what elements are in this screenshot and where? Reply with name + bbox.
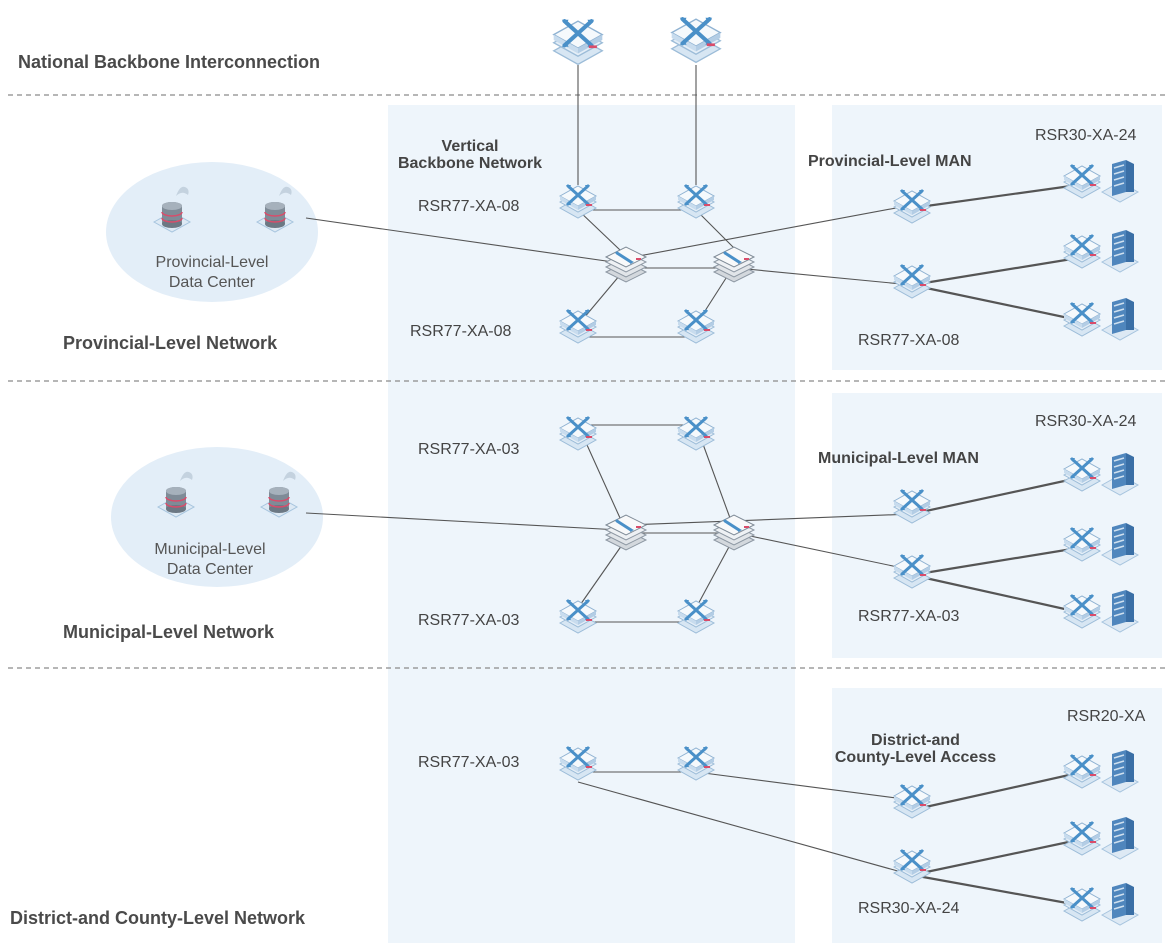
link-mun-dc xyxy=(305,512,621,531)
municipal-data-center-label: Municipal-Level Data Center xyxy=(154,541,266,578)
model-label: RSR30-XA-24 xyxy=(1035,413,1137,430)
section-provincial-label: Provincial-Level Network xyxy=(63,333,278,353)
provincial-man-label: Provincial-Level MAN xyxy=(808,153,972,170)
provincial-data-center-cloud xyxy=(106,162,318,302)
access-links xyxy=(911,183,1079,907)
national-router-2 xyxy=(672,18,721,63)
vertical-backbone-label: Vertical Backbone Network xyxy=(397,138,543,172)
section-municipal-label: Municipal-Level Network xyxy=(63,622,275,642)
section-national-label: National Backbone Interconnection xyxy=(18,52,321,72)
model-label: RSR77-XA-08 xyxy=(858,332,960,349)
national-router-1 xyxy=(554,20,603,65)
links xyxy=(305,65,913,876)
provincial-man-panel xyxy=(832,105,1162,370)
model-label: RSR30-XA-24 xyxy=(1035,127,1137,144)
model-label: RSR77-XA-03 xyxy=(418,754,520,771)
model-label: RSR20-XA xyxy=(1067,708,1146,725)
district-access-label: District-and County-Level Access xyxy=(834,732,997,766)
model-label: RSR77-XA-08 xyxy=(410,323,512,340)
municipal-man-label: Municipal-Level MAN xyxy=(818,450,979,467)
district-access-panel xyxy=(832,688,1162,943)
panels xyxy=(106,105,1162,943)
provincial-data-center-label: Provincial-Level Data Center xyxy=(155,254,269,291)
municipal-data-center-cloud xyxy=(111,447,323,587)
link-prov-dc xyxy=(305,217,621,264)
municipal-man-panel xyxy=(832,393,1162,658)
level-dividers xyxy=(8,94,1165,669)
model-label: RSR30-XA-24 xyxy=(858,900,960,917)
model-label: RSR77-XA-03 xyxy=(418,441,520,458)
model-label: RSR77-XA-08 xyxy=(418,198,520,215)
model-label: RSR77-XA-03 xyxy=(858,608,960,625)
section-district-label: District-and County-Level Network xyxy=(10,908,306,928)
model-label: RSR77-XA-03 xyxy=(418,612,520,629)
